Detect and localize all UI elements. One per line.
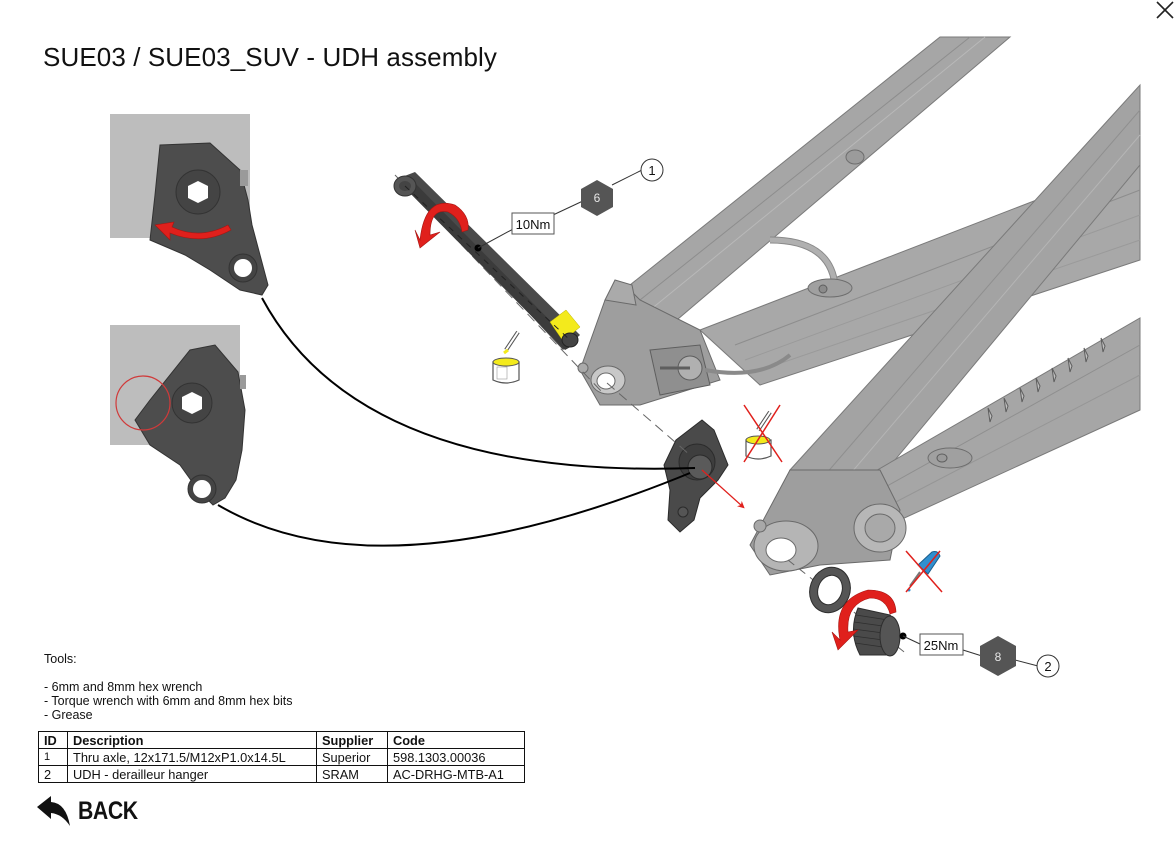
- cell-id: 1: [38, 748, 68, 766]
- rotation-arrow-icon: [154, 221, 232, 241]
- thru-axle: [393, 172, 603, 393]
- cell-supplier: SRAM: [316, 765, 388, 783]
- no-grease-icon: [743, 404, 783, 463]
- bike-frame: [577, 36, 1141, 576]
- back-arrow-icon: [37, 796, 70, 826]
- close-x-icon: [1156, 1, 1174, 19]
- cell-id: 2: [38, 765, 68, 783]
- close-button[interactable]: [1152, 0, 1176, 22]
- back-label: BACK: [78, 796, 138, 825]
- detail-view-1: [110, 114, 269, 296]
- udh-hanger: [606, 382, 745, 533]
- no-threadlocker-icon: [905, 550, 943, 593]
- rotation-arrow-icon: [414, 202, 469, 249]
- cell-code: 598.1303.00036: [387, 748, 525, 766]
- header-id: ID: [38, 731, 68, 749]
- table-row: 1 Thru axle, 12x171.5/M12xP1.0x14.5L Sup…: [38, 748, 525, 766]
- cell-description: UDH - derailleur hanger: [67, 765, 317, 783]
- hex-size-2: 8: [995, 650, 1002, 664]
- tool-item: - Grease: [44, 708, 93, 722]
- hex-badge-2: [980, 636, 1016, 676]
- back-button[interactable]: BACK: [36, 794, 148, 828]
- table-row: 2 UDH - derailleur hanger SRAM AC-DRHG-M…: [38, 765, 525, 783]
- grease-pot-icon: [492, 330, 520, 384]
- rotation-arrow-icon: [831, 589, 897, 651]
- page-title: SUE03 / SUE03_SUV - UDH assembly: [43, 42, 498, 72]
- torque-label-1: [511, 212, 555, 235]
- detail-view-2: [110, 325, 246, 506]
- cell-description: Thru axle, 12x171.5/M12xP1.0x14.5L: [67, 748, 317, 766]
- hex-badge-1: [581, 180, 613, 216]
- callout-1: 10Nm 6 1: [477, 158, 664, 249]
- parts-table: ID Description Supplier Code 1 Thru axle…: [38, 731, 525, 783]
- hex-size-1: 6: [594, 191, 601, 205]
- cell-supplier: Superior: [316, 748, 388, 766]
- udh-bolt: [787, 559, 909, 657]
- tools-section: Tools: - 6mm and 8mm hex wrench - Torque…: [44, 652, 292, 722]
- tool-item: - 6mm and 8mm hex wrench: [44, 680, 203, 694]
- detail-connectors: [217, 297, 696, 547]
- callout-2: 25Nm 8 2: [902, 633, 1060, 678]
- tool-item: - Torque wrench with 6mm and 8mm hex bit…: [44, 694, 293, 708]
- table-header-row: ID Description Supplier Code: [38, 731, 525, 749]
- torque-label-2: [919, 633, 964, 656]
- header-supplier: Supplier: [316, 731, 388, 749]
- torque-value-2: 25Nm: [924, 638, 959, 653]
- torque-value-1: 10Nm: [516, 217, 551, 232]
- callout-id-1: 1: [648, 163, 655, 178]
- tools-heading: Tools:: [44, 652, 77, 666]
- callout-id-2: 2: [1044, 659, 1051, 674]
- header-code: Code: [387, 731, 525, 749]
- cell-code: AC-DRHG-MTB-A1: [387, 765, 525, 783]
- header-description: Description: [67, 731, 317, 749]
